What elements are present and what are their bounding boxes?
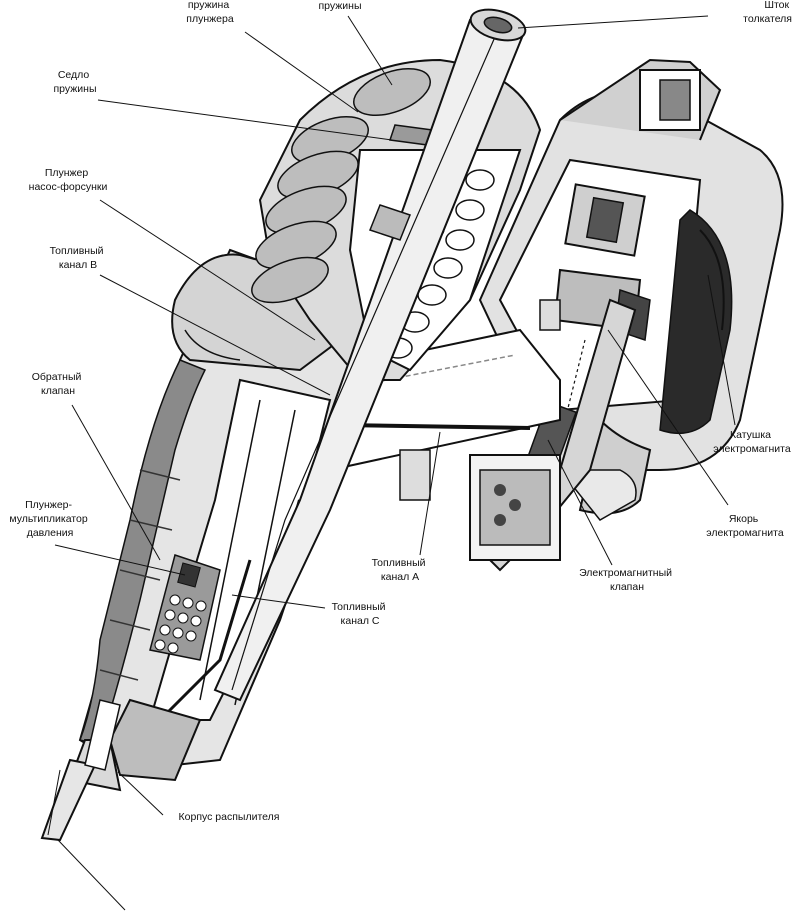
label-pusher-rod: Шток толкателя [743, 0, 792, 25]
plunger-rod [213, 8, 527, 702]
label-solenoid-valve: Электромагнитный клапан [579, 567, 675, 593]
leader-fuel-channel-b [99, 274, 331, 396]
label-fuel-channel-a: Топливный канал А [372, 557, 429, 583]
label-injector-plunger: Плунжер насос-форсунки [29, 167, 108, 193]
leader-injector-plunger [99, 199, 316, 341]
nozzle [40, 698, 202, 842]
leader-spring-top [347, 15, 393, 86]
label-armature: Якорь электромагнита [706, 513, 784, 539]
injector-illustration [40, 8, 784, 842]
label-pressure-multiplier: Плунжер- мультипликатор давления [9, 499, 90, 539]
leader-pressure-multiplier [54, 544, 186, 576]
label-spring-top: пружины [318, 0, 361, 12]
leader-pusher-rod [517, 15, 709, 29]
label-fuel-channel-c: Топливный канал С [332, 601, 389, 627]
label-nozzle-body: Корпус распылителя [179, 811, 280, 823]
label-fuel-channel-b: Топливный канал В [50, 245, 107, 271]
leader-plunger-spring [244, 31, 359, 113]
leader-lines [54, 15, 736, 911]
label-check-valve: Обратный клапан [32, 371, 85, 397]
leader-spring-seat [97, 99, 393, 141]
leader-nozzle-tip [57, 839, 126, 911]
label-coil: Катушка электромагнита [713, 429, 791, 455]
leader-fuel-channel-c [231, 594, 326, 609]
leader-nozzle-body [117, 771, 164, 816]
leader-fuel-channel-a [419, 431, 441, 556]
solenoid-valve-stem [469, 298, 637, 572]
leader-check-valve [71, 404, 161, 561]
leader-solenoid-valve [547, 439, 613, 566]
label-plunger-spring: пружина плунжера [186, 0, 234, 25]
main-body [78, 248, 362, 772]
label-spring-seat: Седло пружины [53, 69, 96, 95]
leader-armature [607, 329, 729, 506]
callout-labels: пружина плунжера пружины Шток толкателя … [9, 0, 792, 823]
leader-coil [707, 274, 736, 426]
